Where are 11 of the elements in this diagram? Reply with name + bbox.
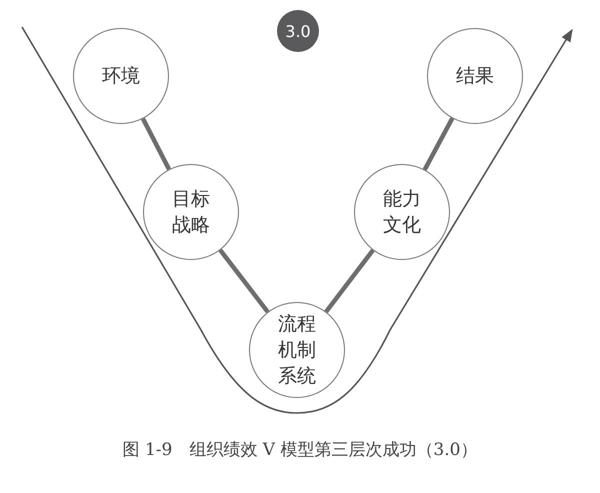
stage-circle: 能力文化: [354, 164, 450, 260]
connector-line: [140, 118, 172, 170]
stage-circle: 结果: [427, 28, 523, 124]
version-badge: 3.0: [277, 10, 319, 52]
connector-line: [218, 248, 270, 314]
stage-circle: 流程机制系统: [249, 302, 345, 398]
stage-circle: 环境: [73, 28, 169, 124]
connector-line: [324, 248, 375, 314]
figure-caption: 图 1-9 组织绩效 V 模型第三层次成功（3.0）: [122, 439, 478, 461]
stage-circle: 目标战略: [143, 164, 239, 260]
connector-line: [422, 117, 454, 171]
